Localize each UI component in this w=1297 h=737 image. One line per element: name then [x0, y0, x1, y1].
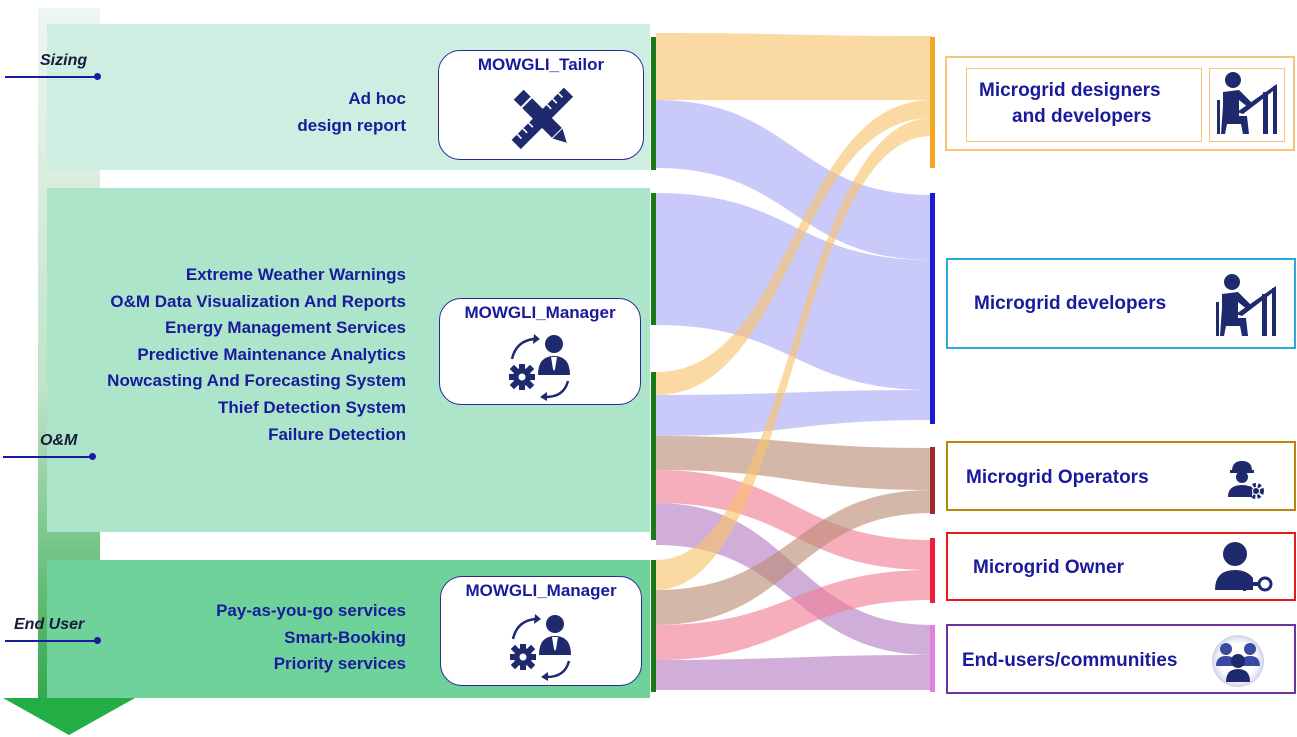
- service-item: Failure Detection: [268, 424, 406, 444]
- pencil-ruler-icon: [511, 87, 574, 150]
- sizing-services: Ad hoc design report: [297, 86, 406, 139]
- sizing-marker-line: [5, 76, 98, 78]
- target-end-users-box: End-users/communities: [946, 624, 1296, 694]
- manager-cycle-icon: [509, 334, 570, 401]
- service-item: Nowcasting And Forecasting System: [107, 371, 406, 391]
- node-owner: [930, 538, 935, 603]
- node-end-users: [930, 625, 935, 692]
- target-owner-box: Microgrid Owner: [946, 532, 1296, 601]
- flow-enduser-to-designers: [656, 118, 932, 590]
- flow-om-to-owner: [656, 470, 932, 570]
- designers-label-frame: [966, 68, 1202, 142]
- target-owner-label: Microgrid Owner: [973, 557, 1124, 578]
- node-enduser: [651, 560, 656, 692]
- om-services: Extreme Weather Warnings O&M Data Visual…: [107, 262, 406, 448]
- manager-cycle-icon: [510, 614, 571, 681]
- flow-enduser-to-owner: [656, 570, 932, 660]
- flow-sizing-to-designers: [656, 33, 932, 100]
- tool-title: MOWGLI_Manager: [464, 303, 616, 322]
- flow-om-to-developers: [656, 193, 932, 390]
- manager-tool-box-enduser: MOWGLI_Manager: [440, 576, 642, 686]
- target-designers-box: Microgrid designers and developers: [945, 56, 1295, 151]
- service-item: design report: [297, 115, 406, 135]
- target-operators-box: Microgrid Operators: [946, 441, 1296, 511]
- stage-label-om: O&M: [40, 432, 78, 449]
- service-item: Priority services: [273, 654, 406, 674]
- designers-icon-frame: [1209, 68, 1285, 142]
- flow-enduser-to-end-users: [656, 655, 932, 690]
- flow-om-to-operators: [656, 436, 932, 490]
- target-operators-label: Microgrid Operators: [966, 467, 1149, 488]
- enduser-marker-line: [5, 640, 98, 642]
- service-item: Extreme Weather Warnings: [185, 265, 406, 284]
- node-operators: [930, 447, 935, 514]
- service-item: Predictive Maintenance Analytics: [137, 344, 406, 364]
- service-item: Energy Management Services: [165, 318, 406, 338]
- service-item: Smart-Booking: [284, 627, 406, 647]
- node-sizing: [651, 37, 656, 170]
- tailor-tool-box: MOWGLI_Tailor: [438, 50, 644, 160]
- label-line: and developers: [1012, 106, 1152, 127]
- target-developers-label: Microgrid developers: [974, 293, 1167, 314]
- tool-title: MOWGLI_Tailor: [477, 55, 605, 74]
- flow-enduser-to-operators: [656, 490, 932, 625]
- flow-om-to-developers-2: [656, 390, 932, 436]
- stage-label-end-user: End User: [14, 616, 85, 633]
- target-designers-label: Microgrid designers and developers: [979, 78, 1161, 130]
- tool-title: MOWGLI_Manager: [465, 581, 617, 600]
- target-developers-box: Microgrid developers: [946, 258, 1296, 349]
- manager-tool-box-om: MOWGLI_Manager: [439, 298, 641, 405]
- service-item: O&M Data Visualization And Reports: [110, 291, 406, 311]
- om-marker-line: [3, 456, 93, 458]
- label-line: Microgrid designers: [979, 80, 1161, 101]
- node-developers: [930, 193, 935, 424]
- service-item: Pay-as-you-go services: [216, 601, 406, 620]
- community-group-icon: [1212, 635, 1264, 687]
- enduser-marker-dot: [94, 637, 101, 644]
- designer-at-desk-icon: [1217, 72, 1277, 134]
- developer-at-desk-icon: [1216, 274, 1276, 336]
- node-om-1: [651, 193, 656, 325]
- node-om-2: [651, 372, 656, 540]
- flow-om-to-designers: [656, 100, 932, 395]
- node-designers: [930, 37, 935, 168]
- sizing-marker-dot: [94, 73, 101, 80]
- service-item: Thief Detection System: [218, 397, 406, 417]
- service-item: Ad hoc: [348, 89, 406, 108]
- om-marker-dot: [89, 453, 96, 460]
- enduser-services: Pay-as-you-go services Smart-Booking Pri…: [216, 598, 406, 678]
- target-end-users-label: End-users/communities: [962, 650, 1178, 671]
- owner-key-icon: [1215, 542, 1273, 592]
- operator-gear-icon: [1228, 461, 1264, 499]
- flow-sizing-to-developers: [656, 100, 932, 260]
- stage-label-sizing: Sizing: [40, 52, 88, 69]
